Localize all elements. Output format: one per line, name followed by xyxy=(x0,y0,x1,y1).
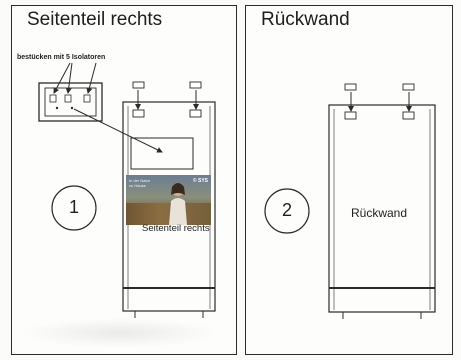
panel-title-right: Rückwand xyxy=(261,9,350,30)
back-panel-outline xyxy=(328,104,436,319)
scan-smudge xyxy=(20,318,220,348)
insulator-mounts xyxy=(49,94,91,110)
display-cutout xyxy=(130,137,194,170)
photo-caption: In der Natur zu Hause xyxy=(129,178,150,188)
instruction-text: bestücken mit 5 Isolatoren xyxy=(17,54,106,61)
photo-field xyxy=(126,203,211,225)
number-label-2: 2 xyxy=(281,200,292,220)
photo-caption-line-2: zu Hause xyxy=(129,183,146,188)
panel-rueckwand: Rückwand xyxy=(245,5,453,355)
photo-caption-line-1: In der Natur xyxy=(129,178,151,183)
top-insulators-right xyxy=(344,83,415,120)
top-insulator-arrows-right xyxy=(348,92,412,112)
panel-title-left: Seitenteil rechts xyxy=(27,9,163,30)
part-label-seitenteil: Seitenteil rechts xyxy=(142,223,210,234)
top-insulators-left xyxy=(132,81,202,118)
number-circle-1 xyxy=(51,185,97,231)
top-insulator-arrows-left xyxy=(135,90,199,110)
detail-pointer-arrow xyxy=(73,108,163,153)
number-circle-2 xyxy=(264,188,310,234)
part-label-rueckwand: Rückwand xyxy=(351,206,408,220)
decor-photo: In der Natur zu Hause © SYS xyxy=(126,175,211,225)
number-label-1: 1 xyxy=(68,197,79,217)
photo-logo: © SYS xyxy=(192,178,208,184)
photo-person xyxy=(169,183,187,225)
instruction-arrows xyxy=(53,62,97,94)
